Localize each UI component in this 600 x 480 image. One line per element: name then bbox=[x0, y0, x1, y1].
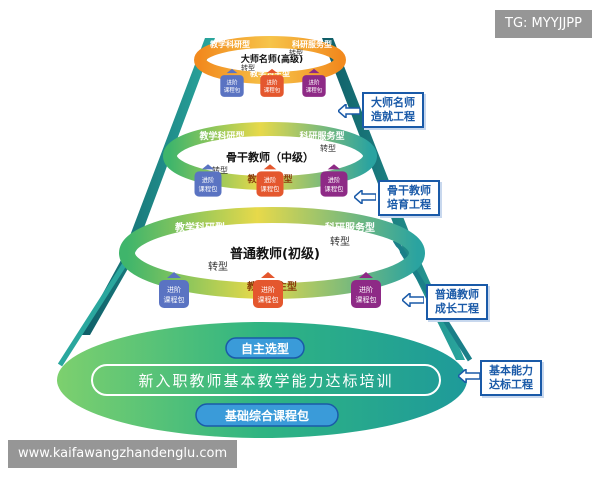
junior-title: 普通教师(初级) bbox=[230, 246, 320, 262]
base-top-pill bbox=[225, 337, 305, 359]
course-pack-knot bbox=[226, 68, 238, 74]
course-pack-label: 课程包 bbox=[224, 86, 241, 94]
course-pack-label: 进阶 bbox=[328, 175, 341, 184]
base-middle-label: 新入职教师基本教学能力达标培训 bbox=[138, 372, 393, 390]
course-pack-label: 进阶 bbox=[308, 78, 320, 86]
course-pack-knot bbox=[261, 272, 275, 278]
course-pack-knot bbox=[359, 272, 373, 278]
side-label-junior-line1: 普通教师 bbox=[435, 288, 479, 301]
course-pack-body bbox=[351, 280, 381, 308]
junior-top-left-label: 教学科研型 bbox=[174, 221, 225, 234]
watermark-tg: TG: MYYJJPP bbox=[495, 10, 592, 38]
arrow-left-icon bbox=[402, 293, 424, 307]
senior-transform-left: 转型 bbox=[241, 63, 255, 72]
course-pack-body bbox=[302, 75, 326, 97]
base-top-label: 自主选型 bbox=[241, 341, 289, 356]
side-label-base: 基本能力 达标工程 bbox=[480, 360, 542, 396]
middle-top-left-label: 教学科研型 bbox=[198, 130, 244, 142]
base-bottom-label: 基础综合课程包 bbox=[224, 408, 309, 423]
arrow-left-icon bbox=[458, 369, 480, 383]
side-label-base-line1: 基本能力 bbox=[489, 364, 533, 377]
course-pack-label: 课程包 bbox=[264, 86, 281, 94]
course-packs: 进阶课程包进阶课程包进阶课程包进阶课程包进阶课程包进阶课程包进阶课程包进阶课程包… bbox=[159, 68, 381, 308]
middle-transform-left: 转型 bbox=[212, 165, 228, 175]
course-pack-body bbox=[260, 75, 284, 97]
course-pack-label: 课程包 bbox=[356, 295, 377, 304]
base-middle-box bbox=[91, 364, 441, 396]
course-pack-knot bbox=[201, 164, 215, 170]
course-pack-label: 进阶 bbox=[226, 78, 238, 86]
side-label-senior-line1: 大师名师 bbox=[371, 96, 415, 109]
side-label-middle-line1: 骨干教师 bbox=[387, 184, 431, 197]
watermark-url: www.kaifawangzhandenglu.com bbox=[8, 440, 238, 468]
side-label-middle-line2: 培育工程 bbox=[387, 198, 431, 211]
arrow-left-icon bbox=[338, 104, 360, 118]
middle-title: 骨干教师（中级） bbox=[226, 150, 314, 164]
junior-transform-right: 转型 bbox=[330, 235, 350, 248]
junior-top-right-label: 科研服务型 bbox=[325, 221, 375, 234]
senior-title: 大师名师(高级) bbox=[241, 53, 303, 65]
course-pack-body bbox=[253, 280, 283, 308]
course-pack-label: 课程包 bbox=[258, 295, 279, 304]
course-pack-label: 课程包 bbox=[261, 184, 281, 193]
course-pack-body bbox=[194, 171, 222, 197]
course-pack-label: 课程包 bbox=[306, 86, 323, 94]
course-pack-label: 进阶 bbox=[261, 285, 275, 294]
course-pack-knot bbox=[266, 68, 278, 74]
side-label-junior-line2: 成长工程 bbox=[435, 302, 479, 315]
middle-transform-right: 转型 bbox=[320, 143, 336, 153]
senior-ring-inner bbox=[212, 50, 328, 70]
course-pack-knot bbox=[263, 164, 277, 170]
side-label-junior: 普通教师 成长工程 bbox=[426, 284, 488, 320]
side-label-senior: 大师名师 造就工程 bbox=[362, 92, 424, 128]
course-pack-body bbox=[159, 280, 189, 308]
course-pack-knot bbox=[308, 68, 320, 74]
course-pack-label: 进阶 bbox=[264, 175, 277, 184]
side-label-base-line2: 达标工程 bbox=[489, 378, 533, 391]
middle-ring-inner bbox=[184, 139, 356, 173]
senior-transform-right: 转型 bbox=[289, 48, 303, 57]
base-bottom-pill bbox=[195, 403, 339, 427]
course-pack-body bbox=[320, 171, 348, 197]
course-pack-label: 课程包 bbox=[325, 184, 345, 193]
middle-top-right-label: 科研服务型 bbox=[299, 130, 344, 142]
course-pack-label: 课程包 bbox=[164, 295, 185, 304]
course-pack-label: 课程包 bbox=[199, 184, 219, 193]
course-pack-label: 进阶 bbox=[167, 285, 181, 294]
junior-transform-left: 转型 bbox=[208, 260, 228, 273]
side-label-senior-line2: 造就工程 bbox=[371, 110, 415, 123]
senior-top-right-label: 科研服务型 bbox=[292, 39, 332, 49]
base-platform bbox=[57, 322, 467, 438]
course-pack-knot bbox=[327, 164, 341, 170]
arrow-left-icon bbox=[354, 190, 376, 204]
course-pack-label: 进阶 bbox=[202, 175, 215, 184]
course-pack-label: 进阶 bbox=[266, 78, 278, 86]
course-pack-knot bbox=[167, 272, 181, 278]
senior-top-left-label: 教学科研型 bbox=[209, 39, 250, 49]
junior-ring-inner bbox=[144, 227, 400, 279]
side-label-middle: 骨干教师 培育工程 bbox=[378, 180, 440, 216]
course-pack-body bbox=[256, 171, 284, 197]
pyramid-left-pole bbox=[80, 38, 215, 335]
course-pack-label: 进阶 bbox=[359, 285, 373, 294]
course-pack-body bbox=[220, 75, 244, 97]
